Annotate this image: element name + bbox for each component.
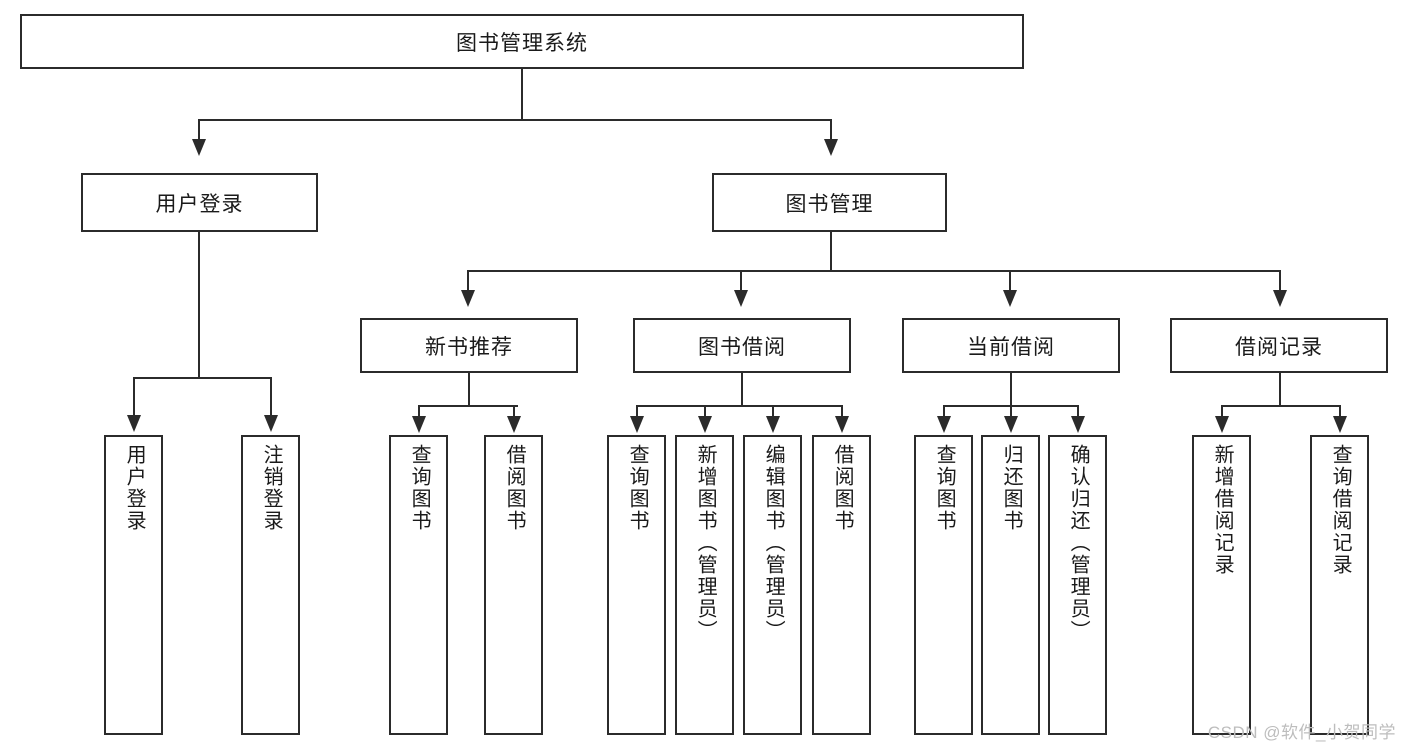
connector-bb-to-leaf-1 [636,405,638,418]
arrowhead-user-login-to-leaf-2 [264,415,278,432]
node-label: 图书管理 [785,192,874,216]
arrowhead-bb-to-leaf-2 [698,416,712,433]
arrowhead-cb-to-leaf-3 [1071,416,1085,433]
node-label: 图书借阅 [698,335,786,359]
node-book-borrow[interactable]: 图书借阅 [633,318,851,373]
connector-cb-to-leaf-3 [1077,405,1079,418]
arrowhead-bb-to-leaf-3 [766,416,780,433]
connector-book-management-stem [830,232,832,271]
connector-book-borrow-bus [636,405,842,407]
connector-cb-to-leaf-2 [1010,405,1012,418]
leaf-current-borrow-confirm-return-admin[interactable]: 确认归还（管理员） [1048,435,1107,735]
connector-user-login-to-leaf-1 [133,377,135,417]
leaf-new-book-query-book[interactable]: 查询图书 [389,435,448,735]
arrowhead-new-book-to-leaf-1 [412,416,426,433]
connector-bm-to-new-book [467,270,469,292]
node-book-management[interactable]: 图书管理 [712,173,947,232]
node-label: 新增借阅记录 [1211,444,1234,576]
arrowhead-br-to-leaf-1 [1215,416,1229,433]
connector-borrow-record-bus [1221,405,1340,407]
node-label: 用户登录 [155,192,244,216]
node-label: 借阅图书 [503,444,526,532]
arrowhead-cb-to-leaf-2 [1004,416,1018,433]
connector-root-to-user-login [198,119,200,141]
connector-new-book-bus [418,405,518,407]
leaf-book-borrow-add-book-admin[interactable]: 新增图书（管理员） [675,435,734,735]
connector-new-book-to-leaf-1 [418,405,420,418]
node-label: 新增图书（管理员） [694,444,717,642]
leaf-book-borrow-borrow-book[interactable]: 借阅图书 [812,435,871,735]
connector-book-management-bus [467,270,1280,272]
arrowhead-root-to-book-management [824,139,838,156]
connector-br-to-leaf-2 [1339,405,1341,418]
leaf-user-login-logout[interactable]: 注销登录 [241,435,300,735]
node-label: 确认归还（管理员） [1067,444,1090,642]
connector-borrow-record-stem [1279,373,1281,406]
connector-root-bus [198,119,832,121]
arrowhead-user-login-to-leaf-1 [127,415,141,432]
connector-root-to-book-management [830,119,832,141]
node-label: 当前借阅 [967,335,1055,359]
leaf-book-borrow-query-book[interactable]: 查询图书 [607,435,666,735]
arrowhead-bm-to-borrow-record [1273,290,1287,307]
node-borrow-record[interactable]: 借阅记录 [1170,318,1388,373]
node-label: 借阅记录 [1235,335,1323,359]
connector-current-borrow-stem [1010,373,1012,406]
connector-book-borrow-stem [741,373,743,406]
connector-root-stem [521,69,523,120]
arrowhead-cb-to-leaf-1 [937,416,951,433]
leaf-current-borrow-query-book[interactable]: 查询图书 [914,435,973,735]
node-label: 借阅图书 [831,444,854,532]
node-root-book-management-system[interactable]: 图书管理系统 [20,14,1024,69]
node-label: 用户登录 [123,444,146,532]
connector-bm-to-borrow-record [1279,270,1281,292]
arrowhead-bm-to-current-borrow [1003,290,1017,307]
arrowhead-br-to-leaf-2 [1333,416,1347,433]
leaf-current-borrow-return-book[interactable]: 归还图书 [981,435,1040,735]
connector-bm-to-book-borrow [740,270,742,292]
connector-user-login-to-leaf-2 [270,377,272,417]
arrowhead-bb-to-leaf-4 [835,416,849,433]
arrowhead-bm-to-book-borrow [734,290,748,307]
leaf-borrow-record-query-record[interactable]: 查询借阅记录 [1310,435,1369,735]
connector-new-book-to-leaf-2 [513,405,515,418]
node-label: 查询图书 [408,444,431,532]
node-label: 查询图书 [626,444,649,532]
connector-user-login-bus [133,377,271,379]
node-label: 编辑图书（管理员） [762,444,785,642]
connector-bb-to-leaf-4 [841,405,843,418]
arrowhead-bb-to-leaf-1 [630,416,644,433]
node-new-book-recommend[interactable]: 新书推荐 [360,318,578,373]
node-user-login[interactable]: 用户登录 [81,173,318,232]
node-label: 注销登录 [260,444,283,532]
connector-user-login-stem [198,232,200,378]
connector-bb-to-leaf-3 [772,405,774,418]
node-label: 图书管理系统 [456,31,588,55]
connector-br-to-leaf-1 [1221,405,1223,418]
node-label: 查询借阅记录 [1329,444,1352,576]
arrowhead-root-to-user-login [192,139,206,156]
node-label: 新书推荐 [425,335,513,359]
connector-new-book-stem [468,373,470,406]
arrowhead-new-book-to-leaf-2 [507,416,521,433]
connector-bm-to-current-borrow [1009,270,1011,292]
leaf-book-borrow-edit-book-admin[interactable]: 编辑图书（管理员） [743,435,802,735]
arrowhead-bm-to-new-book [461,290,475,307]
node-label: 查询图书 [933,444,956,532]
leaf-borrow-record-add-record[interactable]: 新增借阅记录 [1192,435,1251,735]
csdn-watermark: CSDN @软件_小贺同学 [1207,723,1396,742]
connector-bb-to-leaf-2 [704,405,706,418]
node-current-borrow[interactable]: 当前借阅 [902,318,1120,373]
connector-cb-to-leaf-1 [943,405,945,418]
leaf-new-book-borrow-book[interactable]: 借阅图书 [484,435,543,735]
node-label: 归还图书 [1000,444,1023,532]
leaf-user-login-login[interactable]: 用户登录 [104,435,163,735]
